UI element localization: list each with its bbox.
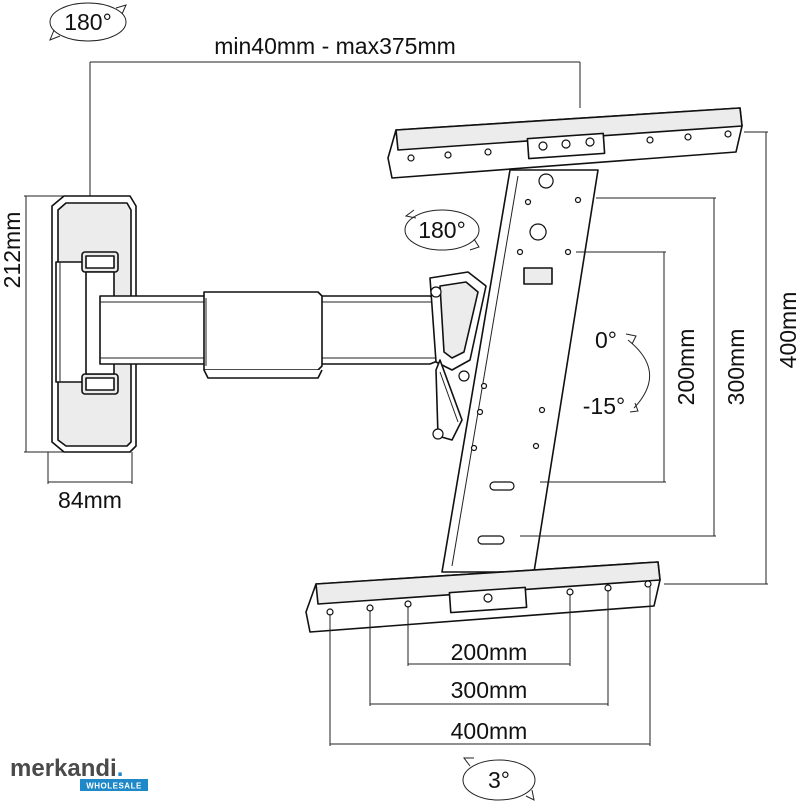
bottom-rail bbox=[305, 561, 661, 633]
vesa-horizontal-200-label: 200mm bbox=[451, 639, 528, 665]
rotation-badge-middle: 180° bbox=[404, 209, 480, 251]
wall-plate-width-dimension: 84mm bbox=[47, 452, 133, 513]
top-rail bbox=[387, 107, 743, 179]
tilt-mechanism bbox=[429, 271, 487, 441]
wall-plate-height-dimension: 212mm bbox=[0, 195, 64, 453]
swivel-3-label: 3° bbox=[488, 767, 510, 793]
tilt-down-label: -15° bbox=[583, 393, 625, 419]
rotation-badge-top-left: 180° bbox=[49, 2, 127, 42]
swivel-badge-bottom: 3° bbox=[462, 757, 536, 801]
vertical-bracket bbox=[441, 169, 599, 573]
arm-extension-label: min40mm - max375mm bbox=[214, 33, 456, 59]
logo-dot: . bbox=[117, 755, 124, 782]
wall-plate-height-label: 212mm bbox=[0, 212, 25, 289]
tilt-indicator: 0° -15° bbox=[583, 327, 650, 419]
vesa-vertical-400-label: 400mm bbox=[775, 292, 800, 369]
vesa-horizontal-300-label: 300mm bbox=[451, 677, 528, 703]
svg-text:merkandi.: merkandi. bbox=[10, 755, 123, 782]
arm-extension-dimension: min40mm - max375mm bbox=[89, 33, 581, 196]
vesa-horizontal-400-label: 400mm bbox=[451, 718, 528, 744]
tilt-up-label: 0° bbox=[595, 327, 617, 353]
vesa-vertical-dimensions: 200mm 300mm 400mm bbox=[520, 131, 800, 585]
logo-tagline: WHOLESALE bbox=[86, 782, 142, 791]
vesa-horizontal-dimensions: 200mm 300mm 400mm bbox=[329, 586, 651, 746]
logo-wordmark: merkandi bbox=[10, 755, 117, 782]
merkandi-logo: merkandi. WHOLESALE bbox=[10, 755, 148, 791]
wall-plate-width-label: 84mm bbox=[58, 487, 122, 513]
vesa-vertical-300-label: 300mm bbox=[723, 329, 749, 406]
rotation-180-label-middle: 180° bbox=[418, 217, 466, 243]
vesa-vertical-200-label: 200mm bbox=[673, 329, 699, 406]
rotation-180-label-top: 180° bbox=[64, 9, 112, 35]
extension-arm bbox=[99, 291, 441, 379]
logo-tag-background bbox=[80, 779, 148, 791]
